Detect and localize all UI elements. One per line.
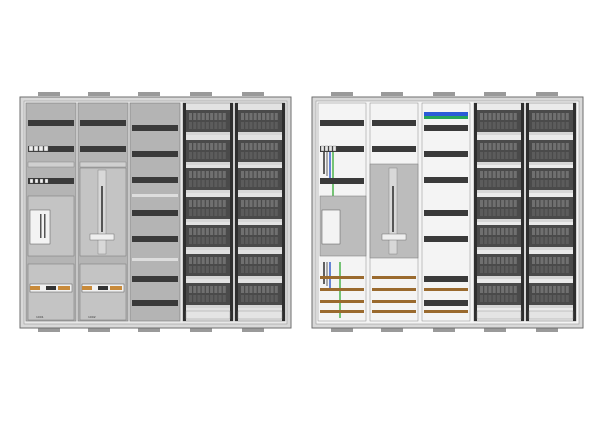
terminal-block bbox=[238, 110, 282, 135]
terminal-block bbox=[529, 225, 573, 250]
terminal-block bbox=[186, 140, 230, 165]
terminal-block bbox=[529, 254, 573, 279]
terminal-block bbox=[186, 225, 230, 250]
terminal-block bbox=[238, 197, 282, 222]
cover-label-2: 1002 bbox=[88, 315, 96, 319]
terminal-block bbox=[529, 283, 573, 308]
right-col-1 bbox=[317, 102, 367, 322]
top-feet-left bbox=[38, 92, 264, 96]
terminal-block bbox=[238, 254, 282, 279]
terminal-block bbox=[238, 140, 282, 165]
terminal-block bbox=[477, 168, 521, 193]
terminal-block bbox=[186, 254, 230, 279]
terminal-block bbox=[186, 168, 230, 193]
terminal-block bbox=[477, 110, 521, 135]
right-col-5 bbox=[525, 102, 577, 322]
left-col-3 bbox=[129, 102, 181, 322]
terminal-block bbox=[238, 225, 282, 250]
terminal-block bbox=[529, 110, 573, 135]
left-col-2: 1002 bbox=[77, 102, 129, 322]
right-col-3 bbox=[421, 102, 471, 322]
cabinet-left: 1001 1002 bbox=[19, 92, 292, 332]
terminal-block bbox=[186, 283, 230, 308]
terminal-block bbox=[529, 197, 573, 222]
terminal-block bbox=[186, 197, 230, 222]
cover-label-1: 1001 bbox=[36, 315, 44, 319]
terminal-block bbox=[186, 110, 230, 135]
top-feet-right bbox=[331, 92, 558, 96]
left-col-4 bbox=[182, 102, 234, 322]
terminal-block bbox=[477, 225, 521, 250]
bottom-feet-left bbox=[38, 328, 264, 332]
left-col-1: 1001 bbox=[25, 102, 77, 322]
right-col-4 bbox=[473, 102, 525, 322]
terminal-block bbox=[238, 283, 282, 308]
terminal-block bbox=[477, 197, 521, 222]
terminal-block bbox=[529, 140, 573, 165]
terminal-block bbox=[477, 140, 521, 165]
bottom-feet-right bbox=[331, 328, 558, 332]
right-col-2 bbox=[369, 102, 419, 322]
left-col-5 bbox=[234, 102, 286, 322]
terminal-block bbox=[477, 254, 521, 279]
terminal-block bbox=[529, 168, 573, 193]
terminal-block bbox=[477, 283, 521, 308]
cabinet-right bbox=[311, 92, 584, 332]
terminal-block bbox=[238, 168, 282, 193]
